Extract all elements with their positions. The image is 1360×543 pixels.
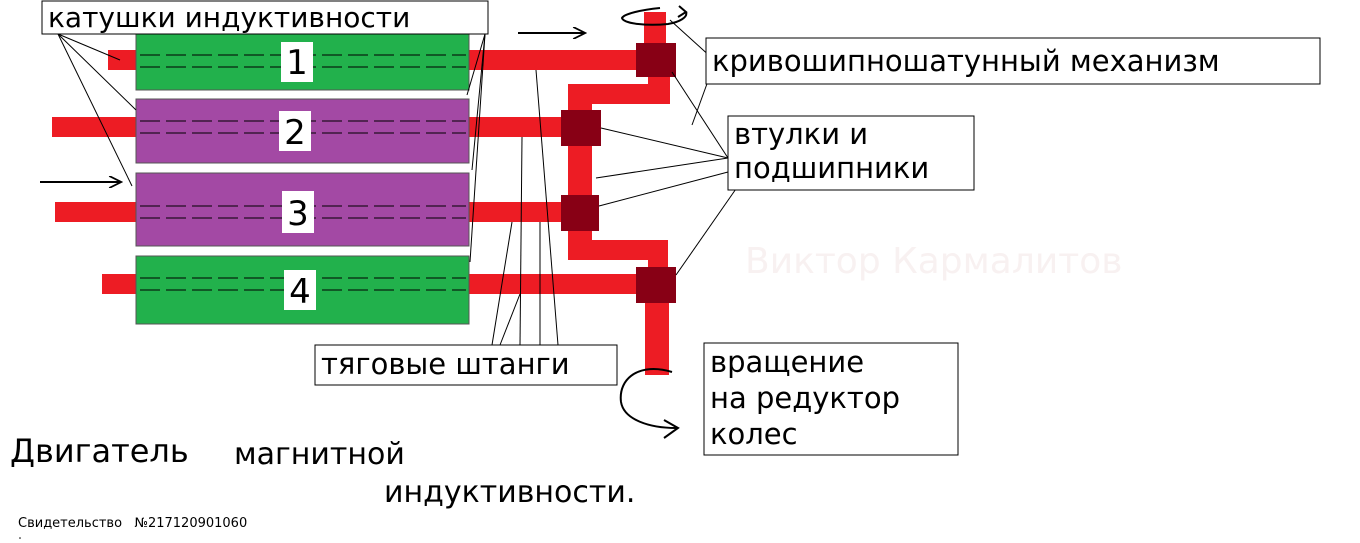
svg-text:подшипники: подшипники [734, 151, 929, 185]
svg-text:колес: колес [710, 417, 798, 451]
coil-number-box [279, 111, 311, 151]
bearing-4 [636, 267, 676, 303]
bearing-3 [561, 195, 599, 231]
coil-3: 3 [135, 172, 470, 247]
crank-label: кривошипношатунный механизм [705, 37, 1321, 85]
crankshaft-output [645, 290, 669, 375]
svg-text:вращение: вращение [710, 345, 864, 379]
coil-number: 2 [284, 113, 306, 153]
crankshaft-web-2 [568, 240, 668, 260]
bearing-1 [636, 43, 676, 77]
bushings-label: втулки и подшипники [727, 115, 975, 191]
coil-number-box [281, 42, 313, 82]
rod-stub-1 [108, 50, 138, 70]
bearing-2 [561, 110, 601, 146]
coil-1: 1 [135, 32, 470, 91]
certificate-number: Свидетельство №217120901060 [18, 516, 247, 531]
coils-label: катушки индуктивности [41, 0, 489, 35]
rods-leader-lines [491, 69, 559, 346]
svg-text:тяговые штанги: тяговые штанги [321, 347, 570, 381]
crankshaft-web-1 [568, 84, 668, 104]
traction-rod-1 [468, 50, 643, 70]
rod-stub-4 [102, 274, 138, 294]
coil-2: 2 [135, 98, 470, 164]
svg-text:катушки индуктивности: катушки индуктивности [48, 1, 410, 34]
rotation-arrow-bottom-icon [619, 367, 677, 429]
title-part-3: индуктивности. [384, 475, 635, 510]
certificate-dot [19, 537, 21, 539]
traction-rod-3 [468, 202, 566, 222]
coil-number-box [284, 270, 316, 310]
coil-number: 4 [289, 272, 311, 312]
rod-stub-3 [55, 202, 138, 222]
rotation-label: вращение на редуктор колес [703, 342, 959, 456]
rotation-arrow-top-icon [620, 7, 688, 26]
svg-text:на редуктор: на редуктор [710, 381, 900, 415]
rotation-arrowhead-top-icon [677, 5, 688, 18]
rod-stub-2 [52, 117, 138, 137]
coil-number: 1 [286, 43, 308, 83]
coil-number: 3 [287, 194, 309, 234]
rotation-arrowhead-bottom-icon [663, 419, 680, 439]
coil-4: 4 [135, 255, 470, 325]
svg-text:втулки и: втулки и [734, 117, 868, 151]
svg-text:кривошипношатунный механизм: кривошипношатунный механизм [712, 44, 1220, 78]
watermark-text: Виктор Кармалитов [745, 241, 1122, 282]
coil-number-box [282, 191, 314, 233]
coils-leader-lines [57, 33, 486, 263]
title-part-1: Двигатель [10, 432, 189, 470]
title-part-2: магнитной [234, 437, 405, 472]
traction-rod-2 [468, 117, 566, 137]
rods-label: тяговые штанги [314, 344, 618, 386]
bushings-leader-lines [595, 71, 739, 276]
